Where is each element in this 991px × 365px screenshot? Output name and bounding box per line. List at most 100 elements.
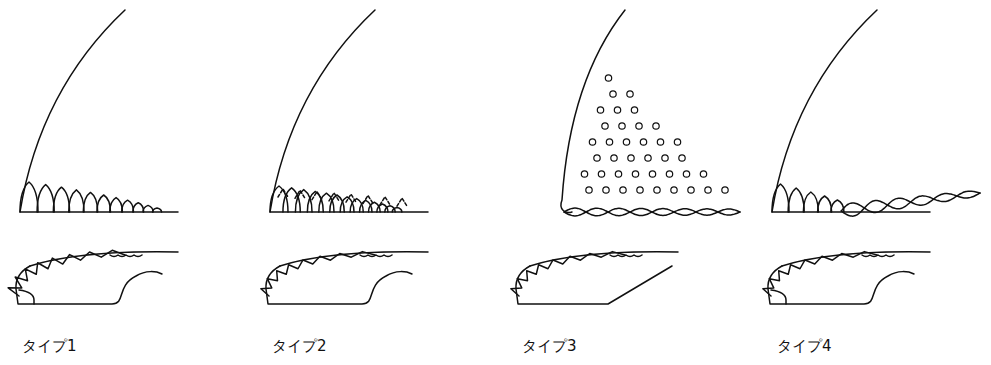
scale-dot [620,187,626,193]
scale-dot [688,187,694,193]
scale-dot [589,139,595,145]
scale-dot [614,107,620,113]
fringe [360,255,392,257]
dashed-arch [329,193,339,201]
section-outline [768,266,914,304]
scale-arch [20,182,38,212]
scale-dot [637,187,643,193]
scale-dot [623,139,629,145]
fin-outline [270,10,428,212]
type-label: タイプ4 [777,337,832,355]
tooth-base [771,290,786,304]
scale-dot [603,187,609,193]
scale-dot [581,171,587,177]
scale-dot [640,139,646,145]
scale-dot [631,107,637,113]
scale-dot [683,171,689,177]
fin-outline [561,10,625,213]
scale-arch [270,186,288,212]
scale-dot [602,123,608,129]
scale-dot [654,187,660,193]
scale-chain [841,193,980,212]
scale-arch [37,185,54,212]
scale-arch [788,188,804,212]
scale-arch [133,203,144,212]
scale-dot [653,123,659,129]
scale-dot [666,171,672,177]
dashed-arch [278,189,288,197]
section-outline [16,266,162,304]
dashed-arch [397,198,407,206]
scale-dot [662,155,668,161]
dashed-arch [312,192,322,200]
tooth-row [763,252,877,296]
scale-dot [606,139,612,145]
scale-dot [611,155,617,161]
scale-arch [392,208,402,212]
scale-dot [597,107,603,113]
scale-dot [645,155,651,161]
type-label: タイプ3 [522,337,577,355]
scale-dot [610,91,616,97]
scale-arch [97,195,111,212]
scale-dot [605,75,611,81]
fringe [862,255,894,257]
cross-section [8,250,178,304]
scale-dot [679,155,685,161]
scale-dot [586,187,592,193]
section-top [782,252,930,266]
section-top [530,252,678,266]
scale-dot [722,187,728,193]
scale-chain [841,191,980,216]
scale-arch [122,200,134,212]
scale-arch [53,187,69,212]
dashed-arch [346,194,356,202]
tooth-row [511,252,625,296]
scale-dot [598,171,604,177]
dashed-arch [363,196,373,204]
cross-section [511,252,678,304]
scale-dot [636,123,642,129]
scale-arch [110,198,123,212]
type-label: タイプ2 [272,337,327,355]
fin-outline [20,10,178,212]
scale-dot [649,171,655,177]
scale-dot [594,155,600,161]
scale-arch [818,196,832,212]
scale-arch [69,190,84,212]
scale-arch [803,192,818,212]
type-label: タイプ1 [22,337,77,355]
scale-dot [700,171,706,177]
scale-arch [772,184,789,212]
scale-chain [564,208,740,216]
dashed-arch [295,190,305,198]
scale-arch [83,192,97,212]
scale-dot [615,171,621,177]
scale-dot [619,123,625,129]
scale-dot [628,155,634,161]
cross-section [261,252,428,304]
section-outline [516,266,672,304]
tooth-base [19,290,34,304]
fin-outline [772,10,930,212]
fringe [610,255,642,257]
section-top [280,252,428,266]
dashed-arch [380,197,390,205]
scale-arch [143,205,153,212]
tooth-row [8,250,125,296]
scale-dot [705,187,711,193]
scale-chain [564,208,740,216]
fringe [110,255,142,257]
scale-dot [657,139,663,145]
scale-dot [627,91,633,97]
scale-arch [153,208,162,212]
cross-section [763,252,930,304]
scale-dot [632,171,638,177]
scale-dot [671,187,677,193]
scale-arch [283,188,300,212]
tooth-row [261,252,375,296]
section-outline [266,266,412,304]
scale-dot [674,139,680,145]
